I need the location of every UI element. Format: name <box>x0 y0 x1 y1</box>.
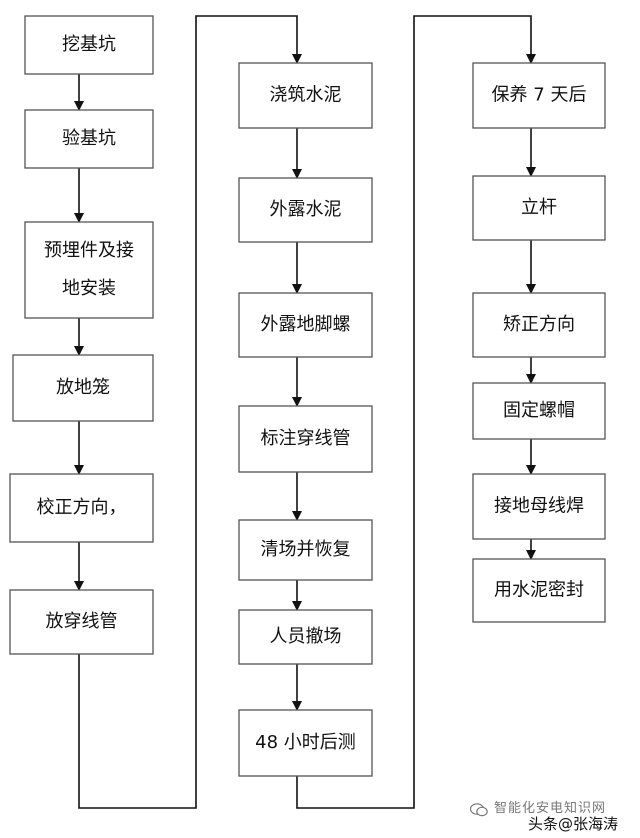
step-box <box>24 15 154 75</box>
step-node-8: 外露水泥 <box>238 177 373 243</box>
step-node-19: 用水泥密封 <box>472 558 606 623</box>
step-box <box>472 473 606 540</box>
step-label: 48 小时后测 <box>255 732 356 753</box>
step-box <box>9 473 154 543</box>
step-label: 挖基坑 <box>62 34 116 55</box>
step-box <box>472 382 606 440</box>
step-node-15: 立杆 <box>472 175 606 241</box>
step-label: 人员撤场 <box>270 626 342 647</box>
step-node-7: 浇筑水泥 <box>238 62 373 129</box>
step-label: 放地笼 <box>56 377 110 398</box>
step-label: 保养 7 天后 <box>492 85 587 106</box>
watermark-author: 头条@张海涛 <box>528 815 619 833</box>
step-box <box>472 175 606 241</box>
step-node-17: 固定螺帽 <box>472 382 606 440</box>
route-col2-to-col3 <box>296 15 536 809</box>
step-node-10: 标注穿线管 <box>238 405 373 473</box>
route-col1-to-col2 <box>78 15 302 809</box>
step-node-12: 人员撤场 <box>238 609 373 665</box>
step-box <box>238 292 373 358</box>
step-node-4: 放地笼 <box>12 354 154 422</box>
step-label: 立杆 <box>521 197 557 218</box>
step-box <box>12 354 154 422</box>
step-node-6: 放穿线管 <box>9 589 154 655</box>
step-label: 校正方向， <box>37 497 127 518</box>
step-node-14: 保养 7 天后 <box>472 62 606 129</box>
step-label: 外露地脚螺 <box>261 314 351 335</box>
watermark: 智能化安电知识网 头条@张海涛 <box>470 795 635 835</box>
step-node-2: 验基坑 <box>24 109 154 169</box>
step-box <box>472 558 606 623</box>
step-box <box>9 589 154 655</box>
step-box <box>24 109 154 169</box>
step-node-1: 挖基坑 <box>24 15 154 75</box>
step-box <box>238 62 373 129</box>
step-box <box>238 177 373 243</box>
step-box <box>238 709 373 777</box>
step-label: 用水泥密封 <box>494 580 584 601</box>
wechat-icon <box>470 803 488 817</box>
connectors <box>74 15 536 809</box>
step-label: 地安装 <box>62 278 116 299</box>
step-box <box>238 405 373 473</box>
step-box <box>472 62 606 129</box>
step-label: 标注穿线管 <box>261 428 351 449</box>
step-node-13: 48 小时后测 <box>238 709 373 777</box>
step-label: 固定螺帽 <box>503 400 575 421</box>
step-node-5: 校正方向， <box>9 473 154 543</box>
watermark-channel: 智能化安电知识网 <box>494 801 607 816</box>
step-label: 矫正方向 <box>503 314 575 335</box>
step-label: 验基坑 <box>62 128 116 149</box>
step-label: 清场并恢复 <box>261 539 351 560</box>
step-label: 浇筑水泥 <box>270 85 342 106</box>
step-node-16: 矫正方向 <box>472 292 606 358</box>
step-label: 外露水泥 <box>270 199 342 220</box>
step-node-11: 清场并恢复 <box>238 519 373 581</box>
step-label: 接地母线焊 <box>494 496 584 517</box>
step-box <box>472 292 606 358</box>
step-label: 放穿线管 <box>46 611 118 632</box>
step-box <box>238 609 373 665</box>
step-node-18: 接地母线焊 <box>472 473 606 540</box>
step-box <box>24 221 154 319</box>
step-label: 预埋件及接 <box>44 240 134 261</box>
step-box <box>238 519 373 581</box>
step-node-9: 外露地脚螺 <box>238 292 373 358</box>
